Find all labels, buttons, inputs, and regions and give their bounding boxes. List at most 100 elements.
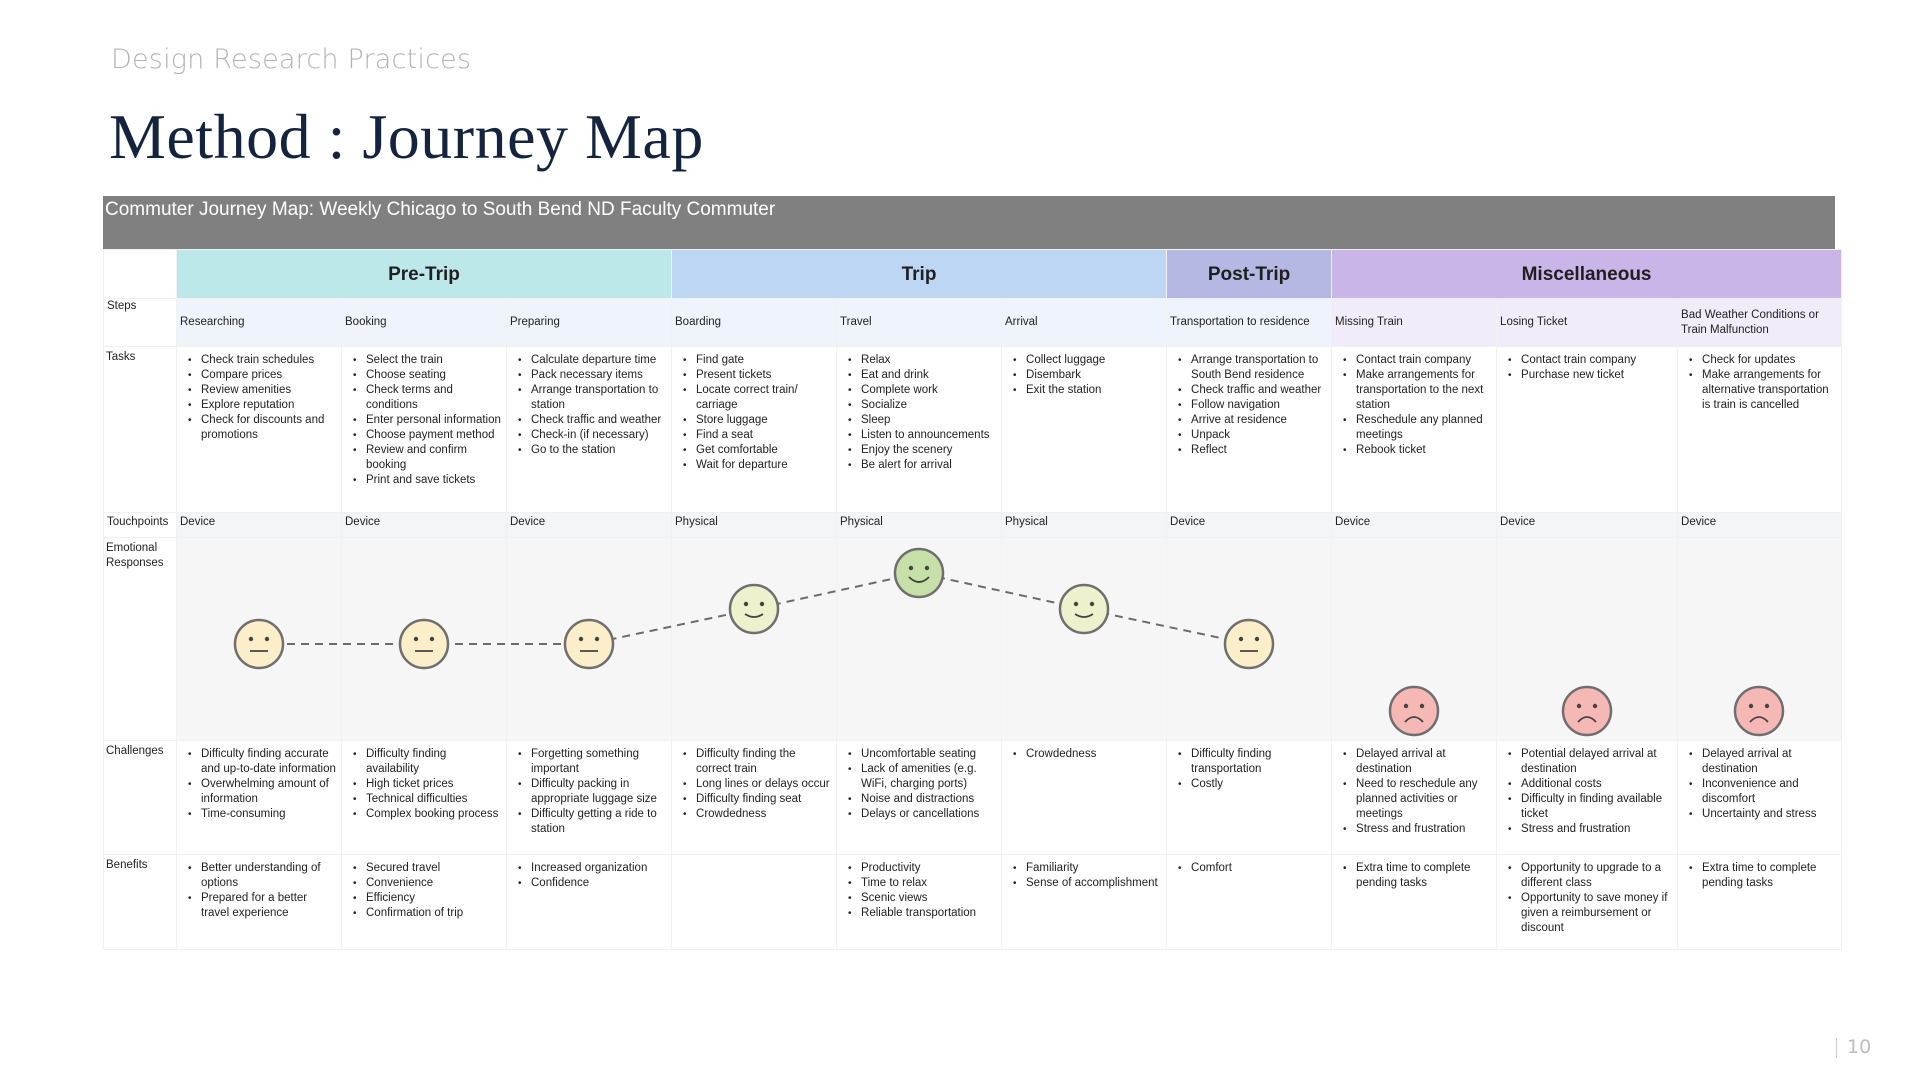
benefits-cell-list: Increased organizationConfidence	[507, 855, 671, 897]
challenges-cell: Difficulty finding the correct trainLong…	[671, 740, 838, 855]
list-item: Enjoy the scenery	[848, 443, 997, 458]
step-name: Boarding	[671, 298, 838, 347]
benefits-cell: Extra time to complete pending tasks	[1677, 854, 1843, 950]
touchpoint-cell: Device	[341, 512, 507, 538]
list-item: Be alert for arrival	[848, 458, 997, 473]
list-item: Better understanding of options	[188, 861, 337, 891]
list-item: Select the train	[353, 353, 502, 368]
benefits-cell: Comfort	[1166, 854, 1333, 950]
list-item: Secured travel	[353, 861, 502, 876]
emotion-cell	[341, 537, 507, 741]
benefits-cell: Increased organizationConfidence	[505, 854, 673, 950]
step-name: Bad Weather Conditions or Train Malfunct…	[1677, 298, 1843, 347]
list-item: Check-in (if necessary)	[518, 428, 667, 443]
list-item: Opportunity to save money if given a rei…	[1508, 891, 1673, 936]
list-item: Contact train company	[1343, 353, 1492, 368]
list-item: Eat and drink	[848, 368, 997, 383]
benefits-cell: Secured travelConvenienceEfficiencyConfi…	[341, 854, 507, 950]
step-name: Arrival	[1001, 298, 1168, 347]
phase-header: Post-Trip	[1166, 249, 1333, 299]
journey-map: Commuter Journey Map: Weekly Chicago to …	[103, 196, 1843, 950]
list-item: Arrange transportation to station	[518, 383, 667, 413]
benefits-cell-list: Opportunity to upgrade to a different cl…	[1497, 855, 1677, 942]
list-item: Delays or cancellations	[848, 807, 997, 822]
benefits-cell: Opportunity to upgrade to a different cl…	[1496, 854, 1679, 950]
tasks-cell: Contact train companyMake arrangements f…	[1331, 346, 1498, 513]
list-item: Review and confirm booking	[353, 443, 502, 473]
benefits-cell: FamiliaritySense of accomplishment	[1001, 854, 1168, 950]
page-number: 10	[1836, 1036, 1871, 1058]
list-item: Uncertainty and stress	[1689, 807, 1837, 822]
list-item: Additional costs	[1508, 777, 1673, 792]
list-item: Technical difficulties	[353, 792, 502, 807]
tasks-cell-list: Select the trainChoose seatingCheck term…	[342, 347, 506, 494]
list-item: Time-consuming	[188, 807, 337, 822]
step-name: Researching	[176, 298, 342, 347]
challenges-cell: Difficulty finding availabilityHigh tick…	[341, 740, 507, 855]
list-item: Noise and distractions	[848, 792, 997, 807]
list-item: Inconvenience and discomfort	[1689, 777, 1837, 807]
list-item: Calculate departure time	[518, 353, 667, 368]
list-item: Potential delayed arrival at destination	[1508, 747, 1673, 777]
benefits-cell-list: FamiliaritySense of accomplishment	[1002, 855, 1166, 897]
list-item: Find a seat	[683, 428, 832, 443]
benefits-cell: Better understanding of optionsPrepared …	[176, 854, 342, 950]
list-item: Compare prices	[188, 368, 337, 383]
benefits-cell-list: Better understanding of optionsPrepared …	[177, 855, 341, 927]
benefits-cell-list: Extra time to complete pending tasks	[1332, 855, 1496, 897]
row-label-challenges: Challenges	[103, 740, 177, 855]
phase-corner	[103, 249, 177, 299]
emotion-cell	[1496, 537, 1679, 741]
list-item: Extra time to complete pending tasks	[1689, 861, 1837, 891]
tasks-cell: Find gatePresent ticketsLocate correct t…	[671, 346, 838, 513]
list-item: Increased organization	[518, 861, 667, 876]
step-name: Preparing	[505, 298, 673, 347]
list-item: Print and save tickets	[353, 473, 502, 488]
challenges-cell-list: Forgetting something importantDifficulty…	[507, 741, 671, 843]
list-item: Productivity	[848, 861, 997, 876]
list-item: Exit the station	[1013, 383, 1162, 398]
row-label-benefits: Benefits	[103, 854, 177, 950]
step-name: Missing Train	[1331, 298, 1498, 347]
benefits-cell-list: Secured travelConvenienceEfficiencyConfi…	[342, 855, 506, 927]
touchpoint-cell: Device	[1166, 512, 1333, 538]
tasks-cell-list: Arrange transportation to South Bend res…	[1167, 347, 1331, 464]
list-item: Scenic views	[848, 891, 997, 906]
list-item: Opportunity to upgrade to a different cl…	[1508, 861, 1673, 891]
step-name: Travel	[836, 298, 1003, 347]
list-item: Confirmation of trip	[353, 906, 502, 921]
list-item: Contact train company	[1508, 353, 1673, 368]
list-item: Get comfortable	[683, 443, 832, 458]
row-label-tasks: Tasks	[103, 346, 177, 513]
list-item: Familiarity	[1013, 861, 1162, 876]
list-item: Lack of amenities (e.g. WiFi, charging p…	[848, 762, 997, 792]
list-item: Check traffic and weather	[518, 413, 667, 428]
benefits-cell-list: Comfort	[1167, 855, 1331, 882]
step-name: Transportation to residence	[1166, 298, 1333, 347]
row-label-touchpoints: Touchpoints	[103, 512, 177, 538]
touchpoint-cell: Physical	[836, 512, 1003, 538]
tasks-cell-list: Find gatePresent ticketsLocate correct t…	[672, 347, 836, 479]
tasks-cell: Contact train companyPurchase new ticket	[1496, 346, 1679, 513]
row-label-emotions: Emotional Responses	[103, 537, 177, 741]
benefits-cell: Extra time to complete pending tasks	[1331, 854, 1498, 950]
list-item: Difficulty finding accurate and up-to-da…	[188, 747, 337, 777]
challenges-cell-list: Difficulty finding accurate and up-to-da…	[177, 741, 341, 828]
touchpoint-cell: Device	[176, 512, 342, 538]
list-item: Enter personal information	[353, 413, 502, 428]
journey-map-title: Commuter Journey Map: Weekly Chicago to …	[103, 196, 1835, 249]
phase-header: Miscellaneous	[1331, 249, 1843, 299]
touchpoint-cell: Physical	[671, 512, 838, 538]
touchpoint-cell: Device	[1677, 512, 1843, 538]
list-item: Difficulty finding seat	[683, 792, 832, 807]
list-item: Reliable transportation	[848, 906, 997, 921]
list-item: Explore reputation	[188, 398, 337, 413]
emotion-cell	[836, 537, 1003, 741]
benefits-cell: ProductivityTime to relaxScenic viewsRel…	[836, 854, 1003, 950]
challenges-cell: Difficulty finding transportationCostly	[1166, 740, 1333, 855]
row-label-steps: Steps	[103, 298, 177, 347]
tasks-cell-list: Contact train companyPurchase new ticket	[1497, 347, 1677, 389]
list-item: Check train schedules	[188, 353, 337, 368]
list-item: Complete work	[848, 383, 997, 398]
